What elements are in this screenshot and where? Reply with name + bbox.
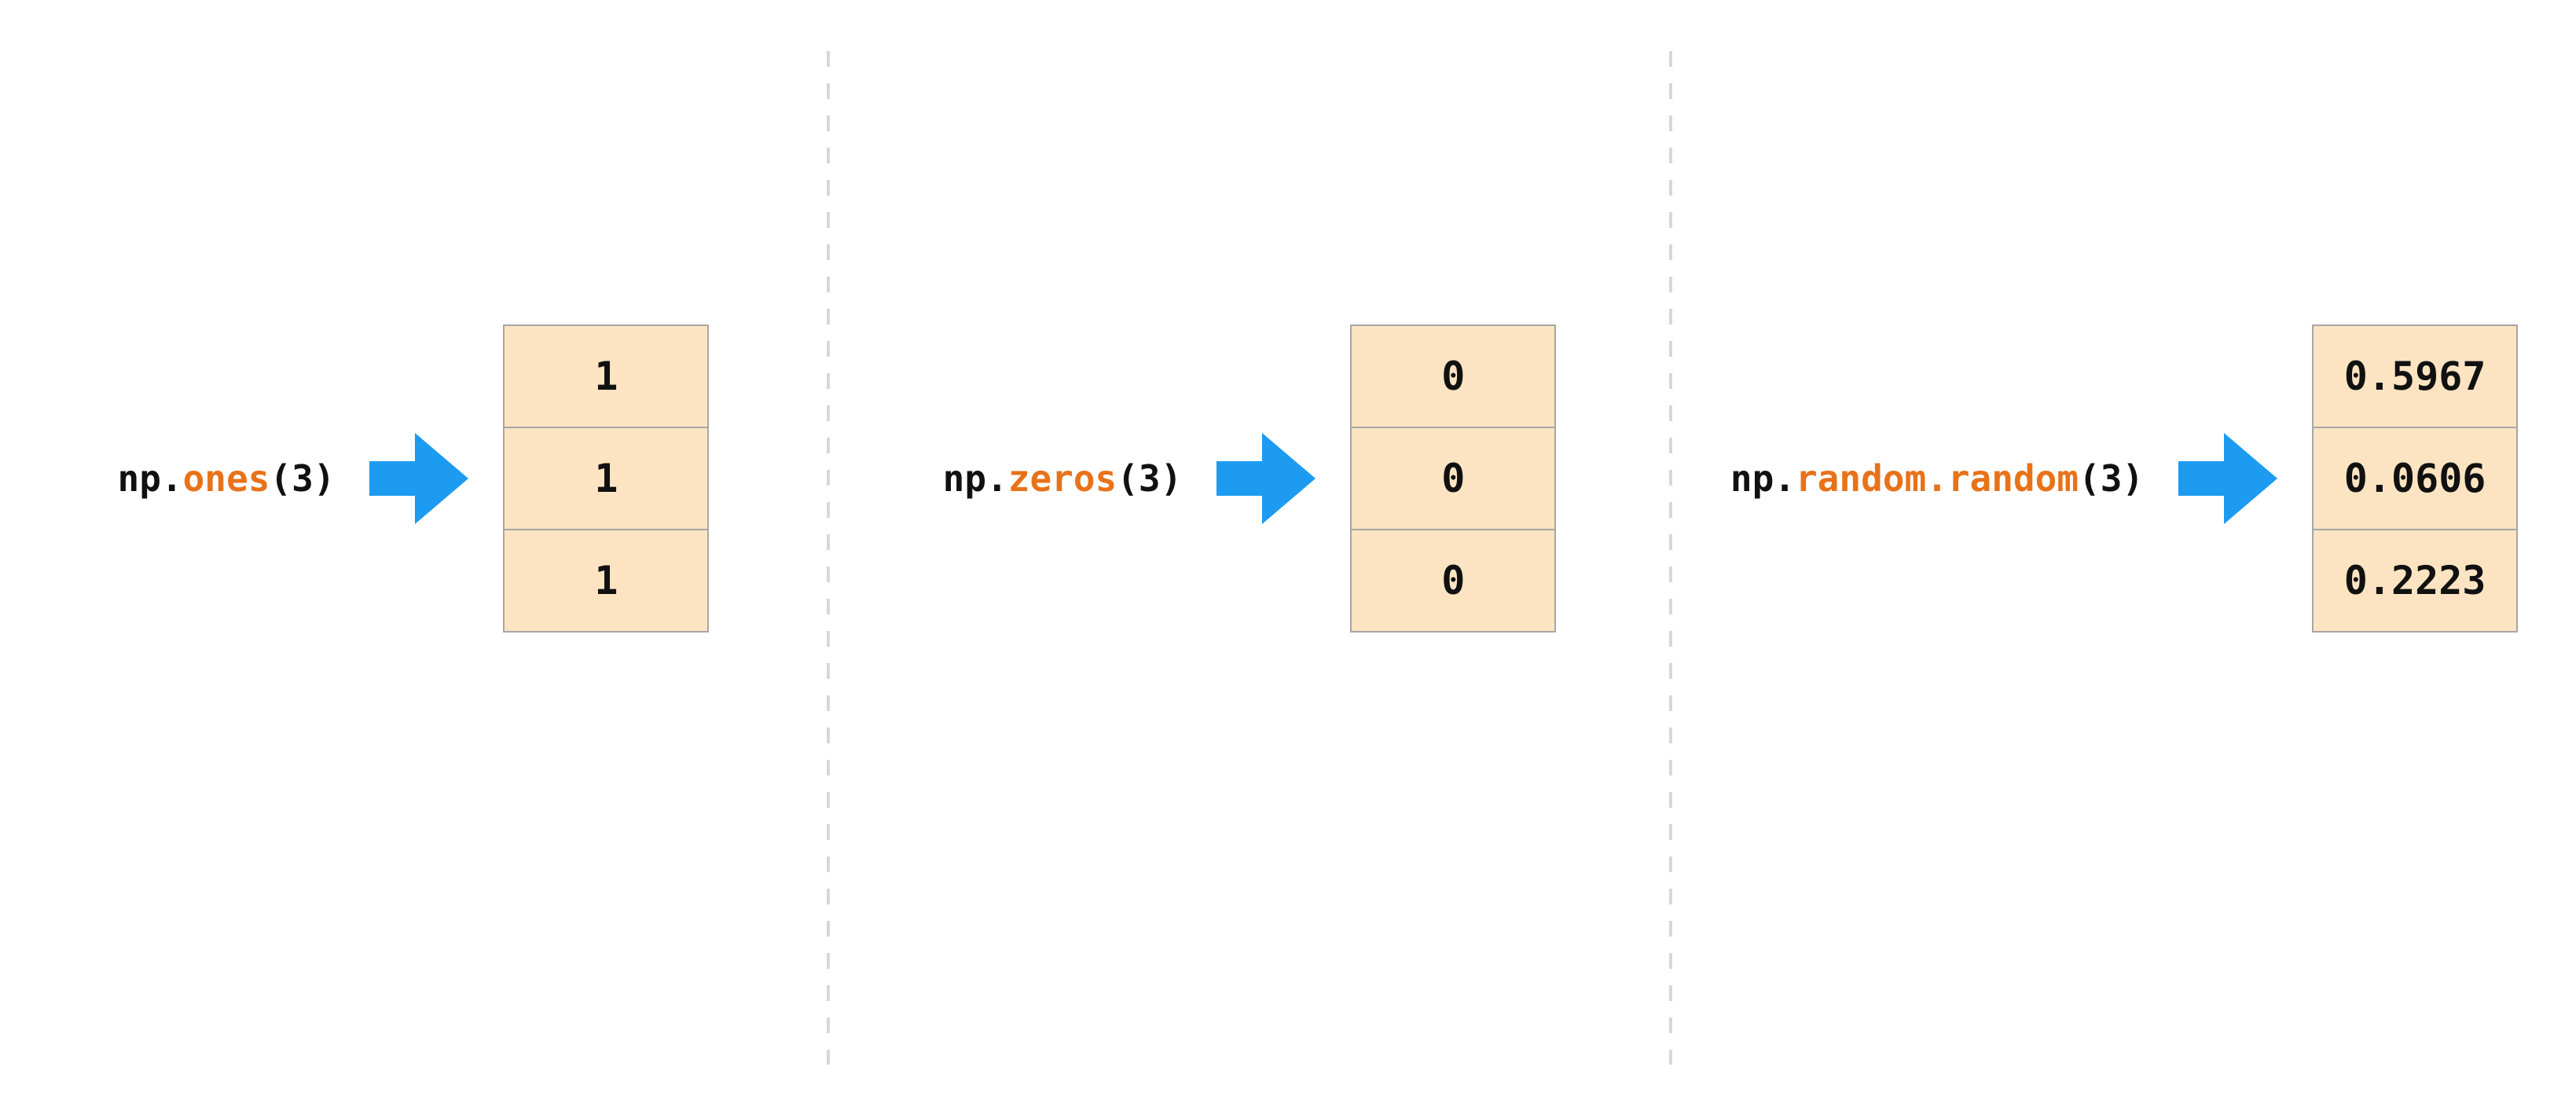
panel-divider [827, 51, 830, 1065]
right-arrow-icon [1216, 433, 1316, 524]
array-cell: 0.0606 [2314, 427, 2517, 529]
right-arrow-shape [369, 433, 469, 524]
array-column-zeros: 0 0 0 [1350, 324, 1557, 632]
array-cell: 1 [505, 326, 708, 427]
array-cell: 0 [1352, 529, 1555, 631]
code-function-name: random.random [1795, 457, 2079, 500]
array-cell: 0.2223 [2314, 529, 2517, 631]
array-cell: 1 [505, 529, 708, 631]
array-column-random: 0.5967 0.0606 0.2223 [2312, 324, 2519, 632]
panel-np-ones: np.ones(3) 1 1 1 [0, 0, 827, 1100]
panel-content-row: np.ones(3) 1 1 1 [118, 324, 710, 632]
right-arrow-icon [369, 433, 469, 524]
code-call-args: (3) [2079, 457, 2145, 500]
panel-divider [1669, 51, 1672, 1065]
code-function-name: ones [182, 457, 270, 500]
code-module-prefix: np. [1730, 457, 1796, 500]
code-function-name: zeros [1007, 457, 1117, 500]
panel-content-row: np.zeros(3) 0 0 0 [943, 324, 1557, 632]
array-cell: 1 [505, 427, 708, 529]
code-module-prefix: np. [117, 457, 183, 500]
panel-content-row: np.random.random(3) 0.5967 0.0606 0.2223 [1730, 324, 2519, 632]
code-call-args: (3) [270, 457, 336, 500]
right-arrow-icon [2178, 433, 2278, 524]
panel-np-random-random: np.random.random(3) 0.5967 0.0606 0.2223 [1672, 0, 2576, 1100]
panel-np-zeros: np.zeros(3) 0 0 0 [830, 0, 1669, 1100]
code-label-zeros: np.zeros(3) [943, 457, 1183, 500]
array-cell: 0 [1352, 326, 1555, 427]
array-cell: 0.5967 [2314, 326, 2517, 427]
code-label-random: np.random.random(3) [1730, 457, 2144, 500]
code-module-prefix: np. [942, 457, 1008, 500]
right-arrow-shape [2178, 433, 2278, 524]
array-cell: 0 [1352, 427, 1555, 529]
array-column-ones: 1 1 1 [503, 324, 710, 632]
code-label-ones: np.ones(3) [118, 457, 336, 500]
right-arrow-shape [1216, 433, 1316, 524]
code-call-args: (3) [1117, 457, 1183, 500]
